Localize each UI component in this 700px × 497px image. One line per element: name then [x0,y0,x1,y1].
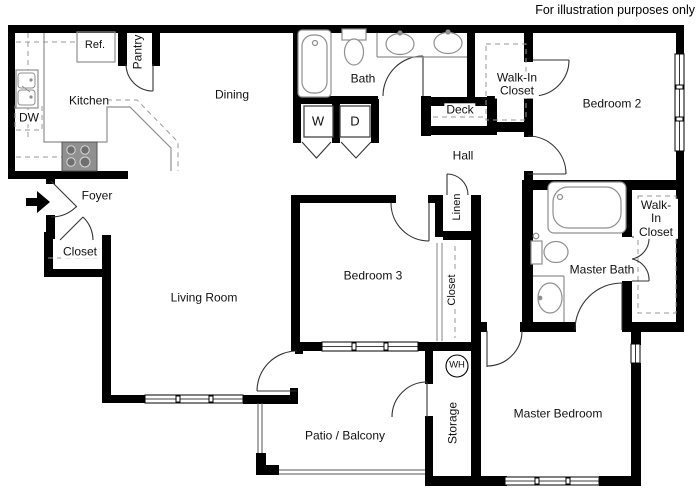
storage-door [391,381,428,418]
window-master-bedroom-bottom [504,476,600,486]
window-bedroom3-patio [321,341,419,352]
sink-icon [385,32,415,56]
windows [144,53,685,486]
master-bath-door [574,282,623,331]
room-label-bath: Bath [350,71,376,86]
sink-icon [433,31,463,55]
master-bedroom-door [486,330,523,367]
bath-vanity [376,29,467,58]
room-label-storage: Storage [445,401,460,445]
room-label-linen: Linen [450,193,463,221]
walkin-closet2-shelf-dashed [485,43,527,121]
washer-icon [303,105,334,138]
patio-rails [256,403,425,475]
refrigerator-icon [76,31,116,63]
room-label-bedroom3-closet: Closet [445,272,459,308]
kitchen-sink-icon [15,69,39,109]
patio-door [256,350,298,392]
room-label-living-room: Living Room [170,290,238,305]
room-label-master-bath: Master Bath [567,262,637,277]
label-refrigerator: Ref. [82,38,108,52]
entry-door [50,180,78,218]
water-heater-icon [445,354,469,378]
bedroom2-door [527,135,567,175]
room-label-master-bedroom: Master Bedroom [513,406,603,421]
room-label-foyer: Foyer [81,188,113,203]
dryer-icon [339,105,371,138]
room-label-walkin-closet-bedroom2: Walk-In Closet [494,70,540,99]
window-living-room [144,394,244,404]
entry-arrow-icon [26,191,50,213]
master-bathtub-icon [547,181,627,234]
room-label-deck: Deck [444,102,476,117]
room-label-patio: Patio / Balcony [304,428,386,443]
disclaimer-text: For illustration purposes only [535,3,695,17]
window-bedroom2 [674,53,685,152]
kitchen-counters [43,31,172,171]
room-label-hall: Hall [452,148,474,163]
label-dishwasher: DW [17,110,41,125]
doors [50,55,650,418]
window-master-bedroom-right [630,343,641,364]
master-sink-icon [533,275,565,322]
walkin-closet2-door [532,59,570,97]
kitchen-bar-dashed [107,99,179,171]
pantry-door [125,63,154,92]
room-label-dining: Dining [214,87,250,102]
bath-door [382,55,424,97]
dryer-bifold-door [340,141,372,159]
toilet-icon [341,28,367,66]
label-pantry: Pantry [130,34,145,70]
walkin-closet-master-shelf-dashed [637,195,677,314]
room-label-bedroom2: Bedroom 2 [582,96,642,111]
washer-bifold-door [301,141,332,159]
label-water-heater: WH [449,359,465,371]
linen-door [446,173,469,196]
bedroom3-closet-front [436,243,443,341]
room-label-kitchen: Kitchen [68,93,110,108]
room-label-walkin-closet-master: Walk-In Closet [634,198,678,240]
patio-corner-post [256,453,279,475]
label-dryer: D [350,113,360,129]
label-washer: W [311,113,325,129]
room-label-bedroom3: Bedroom 3 [343,268,403,283]
foyer-closet-door [59,216,94,241]
bedroom3-door [390,202,430,242]
room-label-foyer-closet: Closet [60,244,100,259]
bathtub-icon [297,29,332,98]
master-toilet-icon [530,232,569,265]
stove-icon [61,141,98,172]
